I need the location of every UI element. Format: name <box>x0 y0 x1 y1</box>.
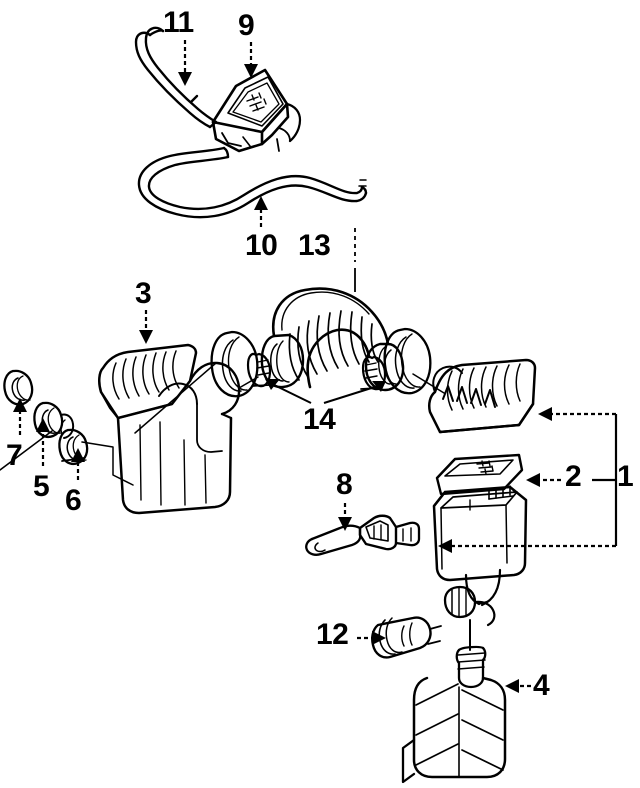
leader-3 <box>139 310 153 344</box>
leader-2 <box>526 473 616 487</box>
leader-11 <box>178 40 192 86</box>
callout-number-13: 13 <box>298 229 331 262</box>
leader-1 <box>438 407 618 553</box>
leader-box-to-duct <box>0 362 445 471</box>
callout-number-6: 6 <box>65 484 82 517</box>
leader-10 <box>254 196 268 227</box>
part-mass-air-flow-sensor <box>211 68 302 153</box>
callout-number-14: 14 <box>303 403 336 436</box>
callout-number-8: 8 <box>336 468 353 501</box>
leader-7 <box>13 398 27 435</box>
leader-12 <box>357 631 386 645</box>
leader-8 <box>338 503 352 531</box>
leader-grommet-to-box <box>81 441 134 486</box>
part-air-cleaner-cover <box>427 358 537 434</box>
part-grommet-7 <box>3 369 34 406</box>
callout-number-3: 3 <box>135 277 152 310</box>
part-outlet-snorkel <box>443 568 502 651</box>
leader-4 <box>505 679 531 693</box>
callout-number-5: 5 <box>33 470 50 503</box>
part-mounting-bracket <box>305 514 421 556</box>
callout-number-12: 12 <box>316 618 349 651</box>
leader-6 <box>71 448 85 480</box>
callout-number-1: 1 <box>617 460 634 493</box>
callout-number-7: 7 <box>6 439 23 472</box>
leader-14 <box>265 379 386 404</box>
leader-9 <box>244 42 258 78</box>
callout-number-10: 10 <box>245 229 278 262</box>
callout-number-11: 11 <box>163 6 194 39</box>
callout-number-9: 9 <box>238 9 255 42</box>
part-resonator-air-box <box>98 343 241 515</box>
part-vent-hose-short <box>134 26 218 129</box>
part-grommet-5 <box>33 401 75 439</box>
part-corrugated-air-duct <box>260 287 405 392</box>
callout-number-4: 4 <box>533 669 550 702</box>
part-resonator-chamber <box>401 645 507 784</box>
leader-5 <box>36 418 50 466</box>
part-vacuum-hose-long <box>137 146 368 219</box>
part-hose-clamp-right <box>360 327 432 395</box>
part-air-cleaner-body <box>432 485 528 582</box>
callout-number-2: 2 <box>565 460 582 493</box>
